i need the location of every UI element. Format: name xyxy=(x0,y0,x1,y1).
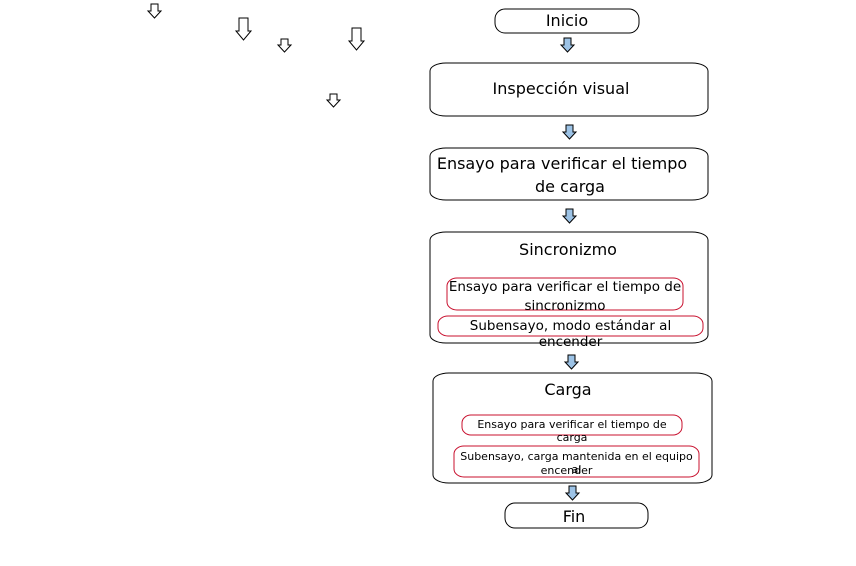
load-subtest-2-box xyxy=(453,445,700,478)
start-label: Inicio xyxy=(545,11,589,30)
flow-arrow-icon xyxy=(564,485,581,501)
flow-arrow-icon xyxy=(561,124,578,140)
sync-subtest-1-line1: Ensayo para verificar el tiempo de xyxy=(448,279,682,295)
sync-box xyxy=(429,231,709,344)
end-label: Fin xyxy=(562,507,586,526)
inspection-label: Inspección visual xyxy=(492,79,630,98)
load-subtest-1-label: Ensayo para verificar el tiempo de carga xyxy=(477,418,667,445)
inspection-box xyxy=(429,62,709,117)
load-box xyxy=(432,372,713,484)
load-subtest-2-line1: Subensayo, carga mantenida en el equipo … xyxy=(460,450,693,477)
sync-subtest-1-line2: sincronizmo xyxy=(524,298,606,314)
start-terminal xyxy=(494,8,640,34)
load-subtest-1-box xyxy=(461,414,683,436)
flow-arrow-icon xyxy=(559,37,576,53)
flow-arrow-icon xyxy=(563,354,580,370)
stray-arrow-icon xyxy=(234,17,253,41)
load-title: Carga xyxy=(544,380,592,399)
charge-time-test-line1: Ensayo para verificar el tiempo xyxy=(436,154,688,173)
sync-subtest-2-label: Subensayo, modo estándar al encender xyxy=(469,318,672,351)
charge-time-test-line2: de carga xyxy=(535,177,605,196)
stray-arrow-icon xyxy=(325,93,342,108)
flow-arrow-icon xyxy=(561,208,578,224)
sync-subtest-1-box xyxy=(446,277,684,311)
sync-subtest-2-box xyxy=(437,315,704,337)
stray-arrow-icon xyxy=(347,27,366,51)
stray-arrows xyxy=(146,3,366,108)
charge-time-test-box xyxy=(429,147,709,201)
load-subtest-2-line2: encender xyxy=(540,464,593,477)
stray-arrow-icon xyxy=(276,38,293,53)
stray-arrow-icon xyxy=(146,3,163,19)
end-terminal xyxy=(504,502,649,529)
sync-title: Sincronizmo xyxy=(519,240,617,259)
